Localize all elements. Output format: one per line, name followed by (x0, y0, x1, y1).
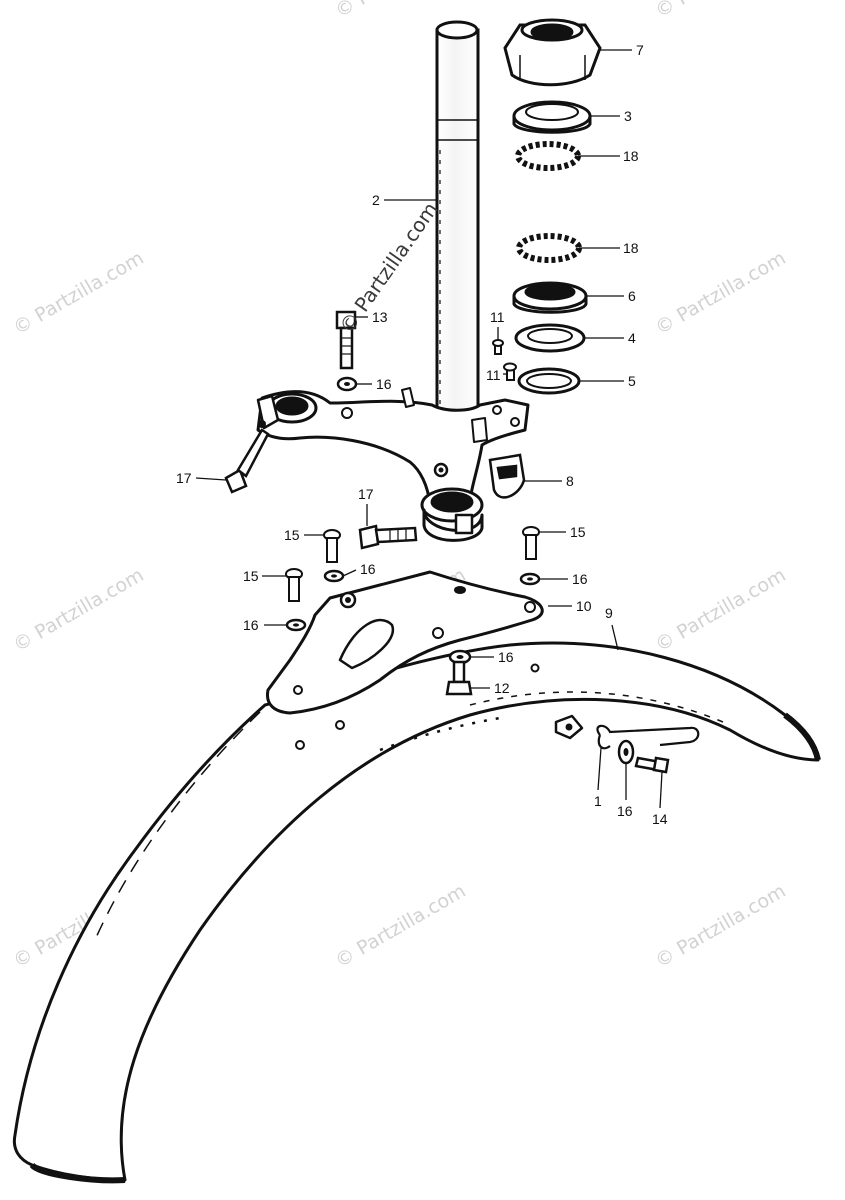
washer-16-e (448, 649, 472, 665)
steering-top-nut (503, 18, 602, 87)
screw-15-a (323, 529, 341, 563)
callout-17-center: 17 (358, 486, 374, 502)
lower-cone-race (514, 323, 586, 353)
washer-16-b (323, 569, 345, 583)
watermark-text: © Partzilla.com (652, 0, 790, 22)
callout-11-upper: 11 (490, 309, 505, 325)
bolt-12 (445, 660, 473, 696)
watermark-text-dark: © Partzilla.com (334, 198, 442, 338)
callout-15-a: 15 (284, 527, 300, 543)
watermark-text: © Partzilla.com (10, 247, 148, 339)
leader-lines (195, 49, 663, 809)
callout-16-b: 16 (360, 561, 376, 577)
watermark-text: © Partzilla.com (652, 564, 790, 656)
callout-11-lower: 11 (486, 367, 501, 383)
cable-guide-8 (488, 453, 526, 499)
callout-4: 4 (628, 330, 636, 346)
callout-13: 13 (372, 309, 388, 325)
upper-cone-race (512, 100, 592, 134)
washer-16-f (617, 739, 635, 765)
watermark-text: © Partzilla.com (10, 564, 148, 656)
screw-11-lower (503, 362, 517, 381)
pinch-bolt-17-left (224, 428, 270, 494)
watermark-text: © Partzilla.com (652, 247, 790, 339)
watermark-layer: © Partzilla.com © Partzilla.com © Partzi… (10, 0, 790, 972)
callout-8: 8 (566, 473, 574, 489)
callout-10: 10 (576, 598, 592, 614)
bottom-bridge (256, 387, 530, 542)
callout-9: 9 (605, 605, 613, 621)
callout-5: 5 (628, 373, 636, 389)
callout-6: 6 (628, 288, 636, 304)
steering-stem (435, 20, 480, 422)
callout-labels: 7 3 18 2 18 6 4 5 11 11 13 16 17 8 17 15… (176, 42, 668, 827)
callout-16-d: 16 (243, 617, 259, 633)
callout-16-c: 16 (572, 571, 588, 587)
callout-7: 7 (636, 42, 644, 58)
washer-16-c (519, 572, 541, 586)
callout-16-e: 16 (498, 649, 514, 665)
screw-15-c (522, 526, 540, 560)
callout-16-top: 16 (376, 376, 392, 392)
washer-16-a (336, 376, 358, 392)
upper-steel-balls (515, 141, 581, 171)
callout-18-lower: 18 (623, 240, 639, 256)
watermark-text: © Partzilla.com (332, 0, 470, 22)
lower-ball-race (512, 281, 588, 314)
screw-15-b (285, 568, 303, 602)
callout-15-b: 15 (243, 568, 259, 584)
lower-steel-balls (516, 233, 582, 263)
callout-17-left: 17 (176, 470, 192, 486)
callout-14: 14 (652, 811, 668, 827)
front-fender (12, 641, 821, 1184)
callout-12: 12 (494, 680, 510, 696)
watermark-text: © Partzilla.com (652, 880, 790, 972)
bolt-13 (335, 310, 357, 370)
screw-11-upper (492, 339, 504, 355)
wire-clip-1 (596, 724, 700, 750)
callout-2: 2 (372, 192, 380, 208)
fender-mounting-plate (265, 570, 544, 715)
washer-16-d (285, 618, 307, 632)
callout-16-f: 16 (617, 803, 633, 819)
dust-seal (517, 367, 581, 395)
bolt-14 (634, 756, 670, 774)
callout-15-c: 15 (570, 524, 586, 540)
callout-3: 3 (624, 108, 632, 124)
callout-18-upper: 18 (623, 148, 639, 164)
callout-1: 1 (594, 793, 602, 809)
pinch-bolt-17-center (358, 524, 418, 550)
watermark-text: © Partzilla.com (332, 880, 470, 972)
